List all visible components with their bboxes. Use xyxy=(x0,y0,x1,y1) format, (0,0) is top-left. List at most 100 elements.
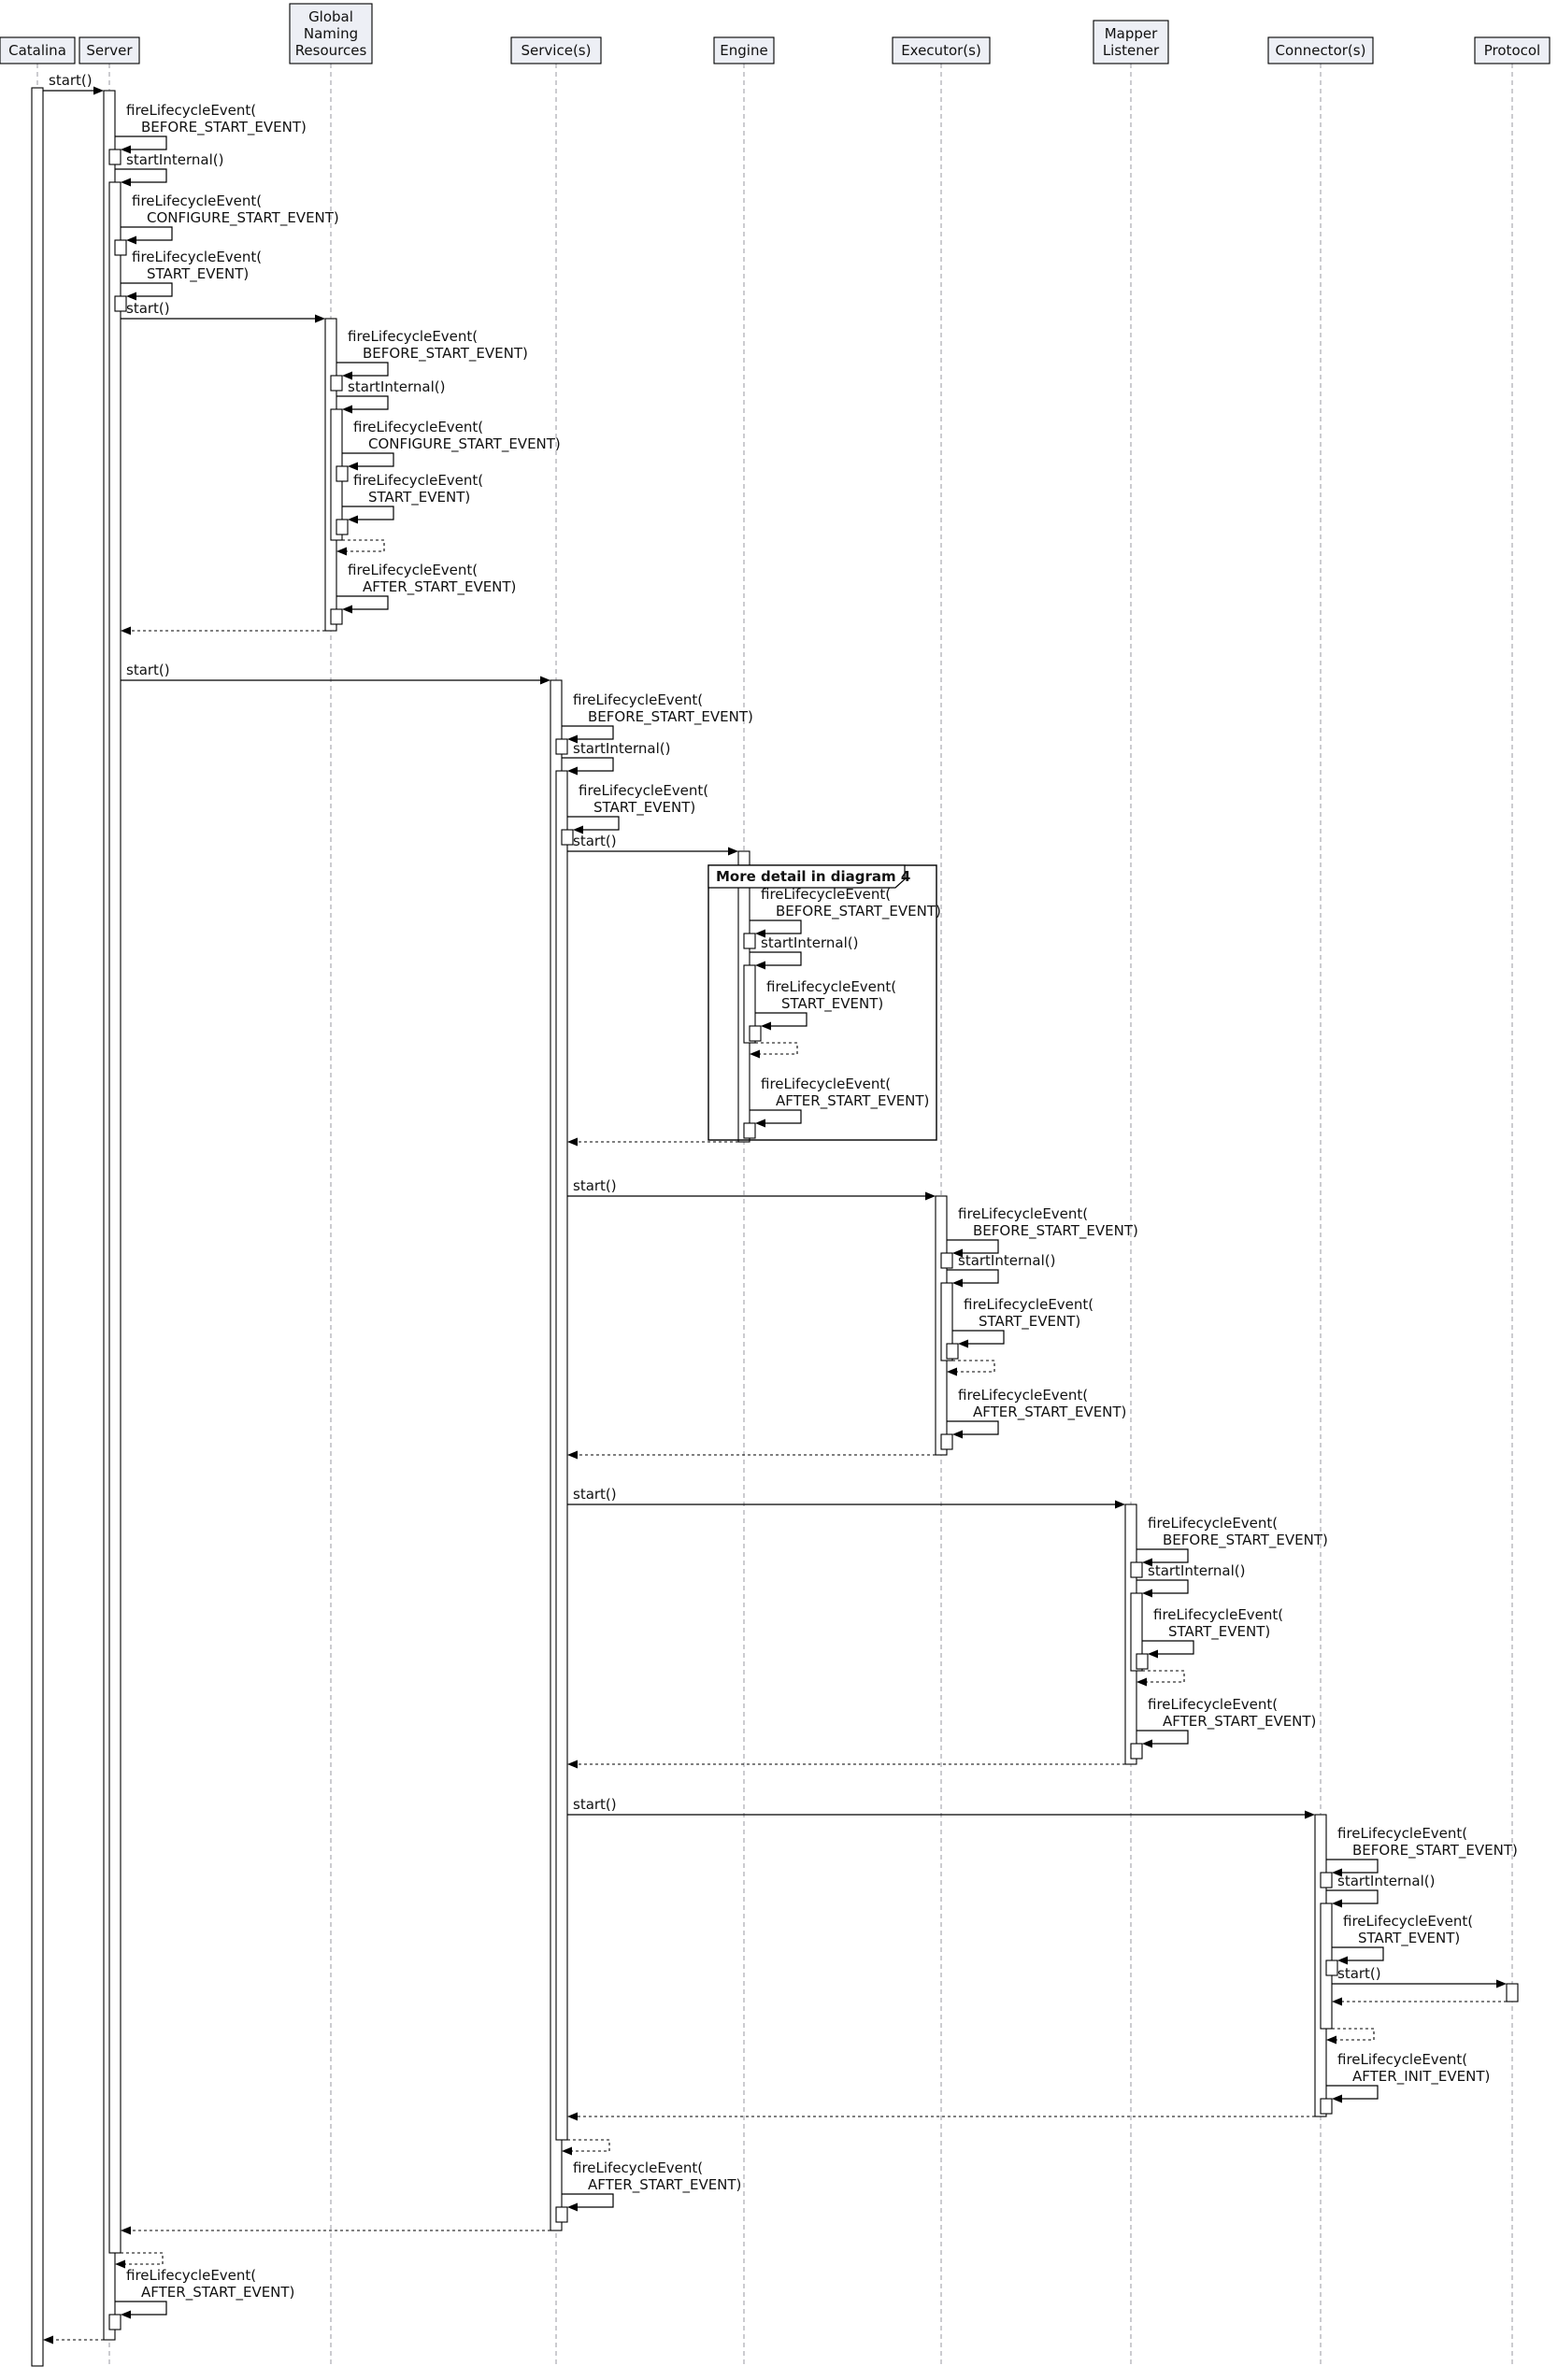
event-activation-global-naming-resources-8 xyxy=(336,465,349,482)
activation-catalina-level0 xyxy=(31,87,44,2367)
message-label-startinternal-2: startInternal() xyxy=(126,151,223,168)
frame-title: More detail in diagram 4 xyxy=(716,868,910,885)
message-self-return-10 xyxy=(338,539,385,552)
arrowhead-icon xyxy=(1136,1677,1147,1687)
activation-mapper-listener-level1 xyxy=(1130,1592,1143,1672)
message-label-configure-start-event-8: CONFIGURE_START_EVENT) xyxy=(368,435,561,453)
event-activation-services-48 xyxy=(555,2206,568,2223)
message-self-firelifecycleevent-6 xyxy=(336,362,389,377)
message-self-return-35 xyxy=(1138,1670,1185,1683)
message-label-firelifecycleevent-11: fireLifecycleEvent( xyxy=(348,562,478,578)
arrowhead-icon xyxy=(1305,1810,1315,1819)
arrowhead-icon xyxy=(43,2335,53,2344)
message-label-firelifecycleevent-22: fireLifecycleEvent( xyxy=(761,1076,891,1092)
arrowhead-icon xyxy=(567,1760,578,1769)
participant-engine xyxy=(713,36,775,64)
message-self-firelifecycleevent-39 xyxy=(1326,1859,1379,1874)
arrowhead-icon xyxy=(925,1191,936,1201)
message-label-before-start-event-6: BEFORE_START_EVENT) xyxy=(363,345,528,363)
message-label-after-start-event-11: AFTER_START_EVENT) xyxy=(363,578,516,596)
arrowhead-icon xyxy=(1337,1956,1348,1965)
arrowhead-icon xyxy=(1326,2035,1336,2045)
arrowhead-icon xyxy=(952,1248,963,1258)
message-label-start-event-20: START_EVENT) xyxy=(781,995,883,1013)
participant-label-global-naming-resources: Resources xyxy=(295,42,367,59)
message-label-firelifecycleevent-39: fireLifecycleEvent( xyxy=(1337,1825,1467,1842)
message-label-firelifecycleevent-29: fireLifecycleEvent( xyxy=(958,1387,1088,1404)
activation-protocol-level0 xyxy=(1506,1983,1519,2002)
event-activation-services-16 xyxy=(561,829,574,846)
message-label-start-event-16: START_EVENT) xyxy=(593,799,695,817)
message-label-before-start-event-25: BEFORE_START_EVENT) xyxy=(973,1222,1138,1240)
arrowhead-icon xyxy=(567,2202,578,2212)
message-label-after-start-event-36: AFTER_START_EVENT) xyxy=(1163,1713,1316,1731)
message-label-configure-start-event-3: CONFIGURE_START_EVENT) xyxy=(147,209,339,227)
message-self-startinternal-2 xyxy=(115,168,167,183)
message-label-before-start-event-18: BEFORE_START_EVENT) xyxy=(776,903,941,920)
message-self-startinternal-33 xyxy=(1136,1579,1189,1594)
message-label-start-24: start() xyxy=(573,1177,617,1194)
arrowhead-icon xyxy=(958,1339,968,1348)
participant-label-protocol: Protocol xyxy=(1484,42,1540,59)
message-self-firelifecycleevent-48 xyxy=(562,2193,614,2208)
arrowhead-icon xyxy=(573,825,583,834)
message-label-start-event-41: START_EVENT) xyxy=(1358,1930,1460,1947)
message-label-after-start-event-22: AFTER_START_EVENT) xyxy=(776,1092,929,1110)
message-self-firelifecycleevent-4 xyxy=(121,282,173,297)
message-label-firelifecycleevent-32: fireLifecycleEvent( xyxy=(1148,1515,1278,1532)
message-label-firelifecycleevent-4: fireLifecycleEvent( xyxy=(132,249,262,265)
message-self-firelifecycleevent-3 xyxy=(121,226,173,241)
message-self-firelifecycleevent-22 xyxy=(750,1109,802,1124)
message-label-startinternal-15: startInternal() xyxy=(573,740,670,757)
arrowhead-icon xyxy=(1332,2094,1342,2103)
participant-executors xyxy=(892,36,991,64)
message-self-startinternal-7 xyxy=(336,395,389,410)
event-activation-engine-18 xyxy=(743,933,756,949)
message-self-return-47 xyxy=(564,2139,610,2152)
participant-label-global-naming-resources: Global xyxy=(308,8,353,25)
event-activation-server-4 xyxy=(114,295,127,312)
arrowhead-icon xyxy=(952,1278,963,1288)
activation-server-level1 xyxy=(108,181,121,2254)
arrowhead-icon xyxy=(348,515,358,524)
arrowhead-icon xyxy=(1332,1997,1342,2006)
activation-executors-level1 xyxy=(940,1282,953,1361)
message-label-firelifecycleevent-48: fireLifecycleEvent( xyxy=(573,2159,703,2176)
event-activation-executors-25 xyxy=(940,1252,953,1269)
event-activation-global-naming-resources-6 xyxy=(330,375,343,392)
message-label-firelifecycleevent-3: fireLifecycleEvent( xyxy=(132,192,262,209)
message-label-firelifecycleevent-34: fireLifecycleEvent( xyxy=(1153,1606,1283,1623)
message-label-after-start-event-51: AFTER_START_EVENT) xyxy=(141,2284,294,2302)
participant-connectors xyxy=(1267,36,1374,64)
arrowhead-icon xyxy=(1142,1739,1152,1748)
arrowhead-icon xyxy=(115,2259,125,2269)
message-label-firelifecycleevent-18: fireLifecycleEvent( xyxy=(761,886,891,903)
message-label-start-5: start() xyxy=(126,300,170,317)
message-self-return-28 xyxy=(949,1360,995,1373)
arrowhead-icon xyxy=(755,1119,765,1128)
arrowhead-icon xyxy=(947,1367,957,1376)
event-activation-engine-20 xyxy=(749,1025,762,1042)
participant-label-server: Server xyxy=(86,42,133,59)
message-label-startinternal-33: startInternal() xyxy=(1148,1562,1245,1579)
message-label-start-42: start() xyxy=(1337,1965,1381,1982)
activation-services-level1 xyxy=(555,770,568,2141)
activation-engine-level1 xyxy=(743,964,756,1044)
message-label-after-start-event-29: AFTER_START_EVENT) xyxy=(973,1404,1126,1421)
arrowhead-icon xyxy=(315,314,325,323)
message-self-firelifecycleevent-51 xyxy=(115,2301,167,2316)
arrowhead-icon xyxy=(567,1137,578,1147)
participant-label-executors: Executor(s) xyxy=(901,42,981,59)
participant-server xyxy=(79,36,140,64)
message-label-firelifecycleevent-45: fireLifecycleEvent( xyxy=(1337,2051,1467,2068)
message-self-firelifecycleevent-27 xyxy=(952,1330,1005,1345)
arrowhead-icon xyxy=(952,1430,963,1439)
arrowhead-icon xyxy=(342,405,352,414)
message-label-before-start-event-32: BEFORE_START_EVENT) xyxy=(1163,1532,1328,1549)
event-activation-mapper-listener-34 xyxy=(1136,1653,1149,1670)
arrowhead-icon xyxy=(761,1021,771,1031)
event-activation-server-51 xyxy=(108,2314,121,2330)
arrowhead-icon xyxy=(1148,1649,1158,1659)
